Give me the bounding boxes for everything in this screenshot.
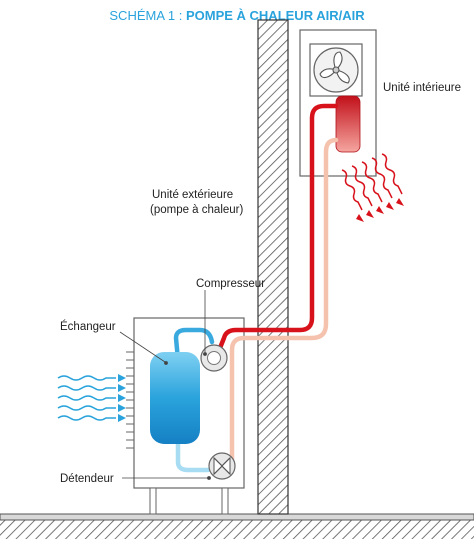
compressor-icon: [200, 344, 228, 372]
cold-suction-line: [173, 327, 215, 363]
cold-liquid-line: [175, 439, 211, 473]
wall: [257, 19, 289, 515]
indoor-exchanger: [335, 95, 361, 153]
leader-lines: [119, 290, 211, 480]
outdoor-unit-label-line2: (pompe à chaleur): [150, 204, 244, 216]
cold-air-arrows: [57, 374, 126, 422]
ground: [0, 513, 474, 539]
hot-discharge-line: [217, 103, 339, 351]
indoor-unit-label: Unité intérieure: [383, 82, 461, 94]
expansion-valve-icon: [208, 452, 236, 480]
refrigerant-circuit: [173, 103, 339, 473]
title-prefix: SCHÉMA 1 :: [109, 8, 186, 23]
outdoor-unit-foot-left: [149, 487, 157, 515]
grille-ticks: [126, 351, 134, 449]
indoor-unit: [299, 29, 377, 177]
fan-icon: [319, 51, 350, 84]
compressor-label: Compresseur: [196, 278, 266, 290]
return-line: [229, 137, 339, 465]
expansion-valve-label: Détendeur: [60, 473, 114, 485]
outdoor-unit-foot-right: [221, 487, 229, 515]
hot-air-arrows: [341, 153, 404, 222]
exchanger-label: Échangeur: [60, 321, 116, 333]
exchanger-tank: [150, 352, 200, 444]
outdoor-unit-label-line1: Unité extérieure: [152, 189, 234, 201]
title-main: POMPE À CHALEUR AIR/AIR: [185, 8, 365, 23]
diagram-title: SCHÉMA 1 : POMPE À CHALEUR AIR/AIR: [0, 8, 474, 23]
